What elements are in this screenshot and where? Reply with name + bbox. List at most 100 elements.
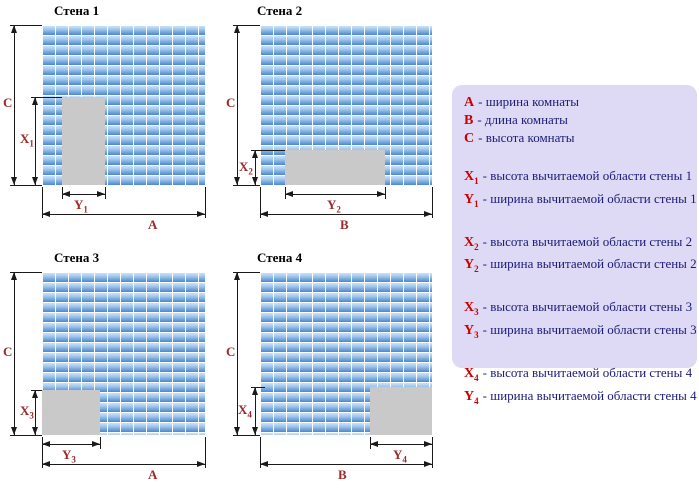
cutout-area-1: [62, 97, 105, 185]
legend-symbol-x3: X3: [464, 300, 479, 317]
legend-entry-a: A- ширина комнаты: [464, 93, 685, 111]
wall-title-4: Стена 4: [257, 250, 303, 265]
legend-symbol-x2-sub: 2: [474, 241, 479, 252]
legend-symbol-x3-sub: 3: [474, 306, 479, 317]
label-c4: C: [226, 344, 236, 359]
legend-entry-x4: X4- высота вычитаемой области стены 4: [464, 364, 692, 387]
dimension-arrow-x3: [32, 390, 38, 435]
extension-line: [260, 187, 261, 218]
extension-line: [205, 437, 206, 468]
legend-symbol-x2: X2: [464, 235, 479, 252]
legend-entry-y1: Y1- ширина вычитаемой области стены 1: [464, 190, 697, 213]
legend-symbol-a: A: [464, 95, 475, 110]
legend-desc-y3: - ширина вычитаемой области стены 3: [482, 321, 697, 337]
label-c3: C: [3, 344, 13, 359]
label-y1-sub: 1: [83, 204, 88, 215]
dimension-arrow-a3: [42, 461, 205, 467]
legend-symbol-c: C: [464, 131, 475, 146]
legend-symbol-x4-letter: X: [464, 365, 475, 381]
dimension-arrow-x4: [252, 387, 258, 435]
dimension-arrow-x2: [252, 150, 258, 185]
dimension-arrow-y3: [42, 441, 100, 447]
extension-line: [432, 437, 433, 468]
legend-symbol-x1: X1: [464, 169, 479, 186]
legend-symbol-y3-sub: 3: [474, 329, 479, 340]
dimension-arrow-c4: [234, 272, 240, 435]
legend-symbol-y4-letter: Y: [464, 388, 475, 404]
extension-line: [432, 187, 433, 218]
legend-entry-y3: Y3- ширина вычитаемой области стены 3: [464, 321, 697, 344]
wall-title-3: Стена 3: [54, 250, 100, 265]
extension-line: [42, 437, 43, 468]
label-x2-symbol: X: [239, 159, 249, 174]
legend-entry-y4: Y4- ширина вычитаемой области стены 4: [464, 387, 697, 410]
legend-entry-y2: Y2- ширина вычитаемой области стены 2: [464, 255, 697, 278]
label-b2: B: [340, 217, 349, 232]
legend-entry-b: B- длина комнаты: [464, 111, 685, 129]
legend-symbol-x3-letter: X: [464, 300, 475, 316]
legend-symbol-y1-letter: Y: [464, 191, 475, 207]
label-b4: B: [338, 467, 347, 482]
extension-line: [233, 185, 260, 186]
extension-line: [251, 387, 265, 388]
legend-symbol-y4-sub: 4: [474, 395, 479, 406]
dimension-arrow-b4: [260, 461, 432, 467]
label-a3: A: [148, 467, 158, 482]
label-y3-sub: 3: [71, 454, 76, 465]
legend-symbol-x4-sub: 4: [474, 372, 479, 383]
extension-line: [10, 185, 42, 186]
label-y4-sub: 4: [402, 454, 407, 465]
label-x1: X1: [20, 132, 34, 151]
legend-desc-b: - длина комнаты: [477, 112, 568, 127]
legend-entry-x3: X3- высота вычитаемой области стены 3: [464, 298, 692, 321]
label-y1: Y1: [74, 198, 88, 217]
dimension-arrow-x1: [32, 97, 38, 185]
legend-symbol-y2-letter: Y: [464, 257, 475, 273]
extension-line: [10, 25, 42, 26]
extension-line: [251, 150, 285, 151]
legend-group-wall-2: X2- высота вычитаемой области стены 2 Y2…: [464, 233, 697, 279]
legend-group-wall-4: X4- высота вычитаемой области стены 4 Y4…: [464, 364, 697, 410]
extension-line: [233, 272, 260, 273]
label-y2-symbol: Y: [327, 197, 337, 212]
tiled-wall-3: [42, 272, 205, 435]
legend-desc-y2: - ширина вычитаемой области стены 2: [482, 256, 697, 272]
cutout-area-4: [370, 387, 432, 435]
legend-desc-x2: - высота вычитаемой области стены 2: [482, 233, 693, 249]
extension-line: [10, 272, 42, 273]
legend-room-group: A- ширина комнаты B- длина комнаты C- вы…: [464, 93, 685, 147]
extension-line: [10, 435, 42, 436]
dimension-arrow-y2: [285, 191, 385, 197]
legend-group-wall-3: X3- высота вычитаемой области стены 3 Y3…: [464, 298, 697, 344]
label-y4-symbol: Y: [393, 447, 403, 462]
legend-entry-x2: X2- высота вычитаемой области стены 2: [464, 233, 692, 256]
extension-line: [385, 187, 386, 199]
legend-symbol-y2: Y2: [464, 257, 479, 275]
legend-symbol-x1-letter: X: [464, 169, 475, 184]
legend-symbol-y2-sub: 2: [474, 264, 479, 275]
legend-desc-c: - высота комнаты: [478, 130, 575, 145]
label-y4: Y4: [393, 448, 407, 467]
label-x4-sub: 4: [247, 409, 252, 420]
legend-desc-a: - ширина комнаты: [478, 94, 580, 109]
label-x1-symbol: X: [20, 131, 30, 146]
label-y1-symbol: Y: [74, 197, 84, 212]
wall-title-1: Стена 1: [54, 3, 100, 18]
legend-desc-x4: - высота вычитаемой области стены 4: [482, 364, 693, 380]
cutout-area-3: [42, 390, 100, 435]
label-x4: X4: [238, 403, 252, 422]
extension-line: [100, 437, 101, 449]
cutout-area-2: [285, 150, 385, 185]
extension-line: [31, 97, 62, 98]
label-x3-sub: 3: [29, 410, 34, 421]
label-c1: C: [3, 95, 13, 110]
legend-desc-x1: - высота вычитаемой области стены 1: [482, 168, 693, 183]
legend-group-wall-1: X1- высота вычитаемой области стены 1 Y1…: [464, 167, 697, 213]
legend-symbol-y1-sub: 1: [474, 198, 479, 209]
dimension-arrow-c3: [11, 272, 17, 435]
dimension-arrow-b2: [260, 211, 432, 217]
legend-desc-y1: - ширина вычитаемой области стены 1: [482, 190, 697, 206]
legend-desc-y4: - ширина вычитаемой области стены 4: [482, 387, 697, 403]
label-a1: A: [148, 217, 158, 232]
label-x1-sub: 1: [29, 138, 34, 149]
